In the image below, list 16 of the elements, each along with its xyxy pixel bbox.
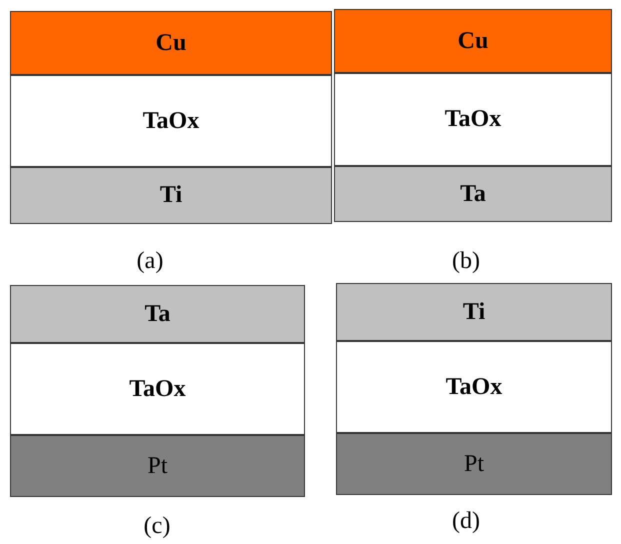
material-layer: TaOx (334, 73, 612, 166)
material-layer: Ti (336, 283, 612, 341)
material-layer: Cu (10, 11, 332, 75)
material-layer: Ta (334, 166, 612, 222)
material-layer: Ta (10, 285, 305, 343)
material-layer: Pt (336, 433, 612, 495)
panel-label: (b) (452, 248, 480, 275)
panel-label: (d) (452, 508, 480, 535)
material-layer: Cu (334, 9, 612, 73)
material-layer: TaOx (10, 75, 332, 167)
panel-label: (c) (144, 513, 170, 540)
panel-label: (a) (136, 248, 164, 275)
material-layer: TaOx (10, 343, 305, 435)
material-layer: Pt (10, 435, 305, 497)
material-layer: Ti (10, 167, 332, 224)
material-layer: TaOx (336, 341, 612, 433)
